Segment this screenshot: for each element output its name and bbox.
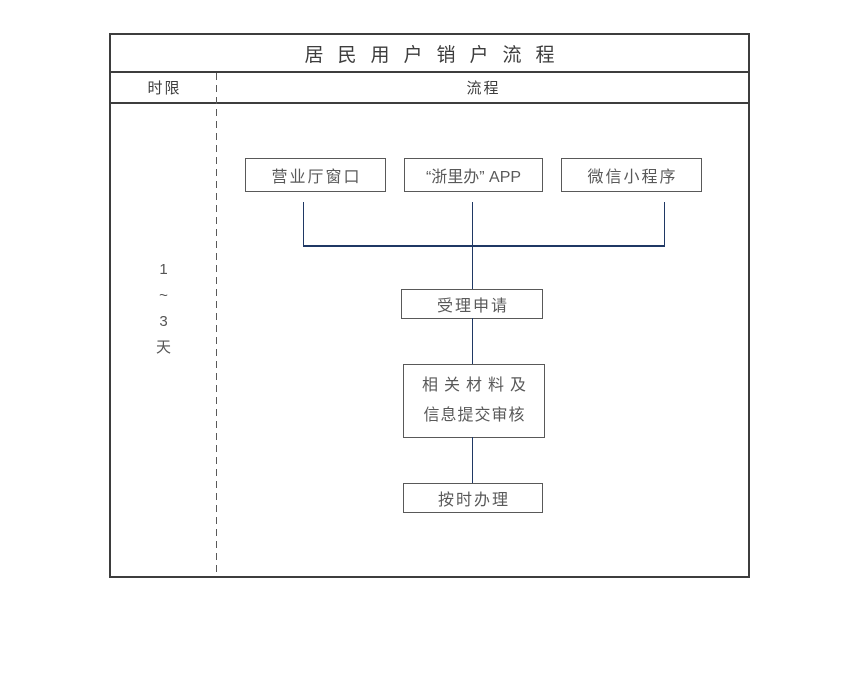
flow-box-wechat-miniprogram: 微信小程序 [561, 158, 702, 192]
connector-vertical-step1-step2 [471, 318, 473, 365]
flow-box-label: “浙里办” APP [425, 169, 522, 186]
column-header-time-limit: 时限 [147, 80, 182, 97]
flow-box-business-hall: 营业厅窗口 [245, 158, 386, 192]
time-limit-char: 天 [155, 339, 171, 356]
page-title: 居民用户销户流程 [304, 44, 569, 66]
header-row-separator [109, 102, 750, 104]
flow-box-label-line1: 相关材料及 [421, 377, 532, 394]
flow-box-process-on-time: 按时办理 [403, 483, 543, 513]
time-limit-char: 3 [159, 313, 168, 330]
flow-box-label: 微信小程序 [587, 169, 678, 186]
connector-vertical-right [663, 202, 665, 246]
flow-box-accept-application: 受理申请 [401, 289, 543, 319]
flow-box-zheliban-app: “浙里办” APP [404, 158, 543, 192]
column-header-process: 流程 [466, 80, 501, 97]
flow-box-label: 受理申请 [436, 298, 509, 315]
flow-box-label-line2: 信息提交审核 [423, 407, 526, 424]
connector-vertical-left [302, 202, 304, 246]
time-limit-char: ~ [159, 287, 168, 304]
title-row-separator [109, 71, 750, 73]
time-limit-char: 1 [159, 261, 168, 278]
flow-box-label: 按时办理 [437, 492, 510, 509]
time-limit-value: 1 ~ 3 天 [111, 260, 216, 364]
flow-box-materials-review: 相关材料及 信息提交审核 [403, 364, 545, 438]
connector-vertical-step2-step3 [471, 437, 473, 484]
column-dashed-divider [216, 73, 217, 576]
connector-horizontal-merge [302, 245, 665, 247]
flow-box-label: 营业厅窗口 [271, 169, 362, 186]
